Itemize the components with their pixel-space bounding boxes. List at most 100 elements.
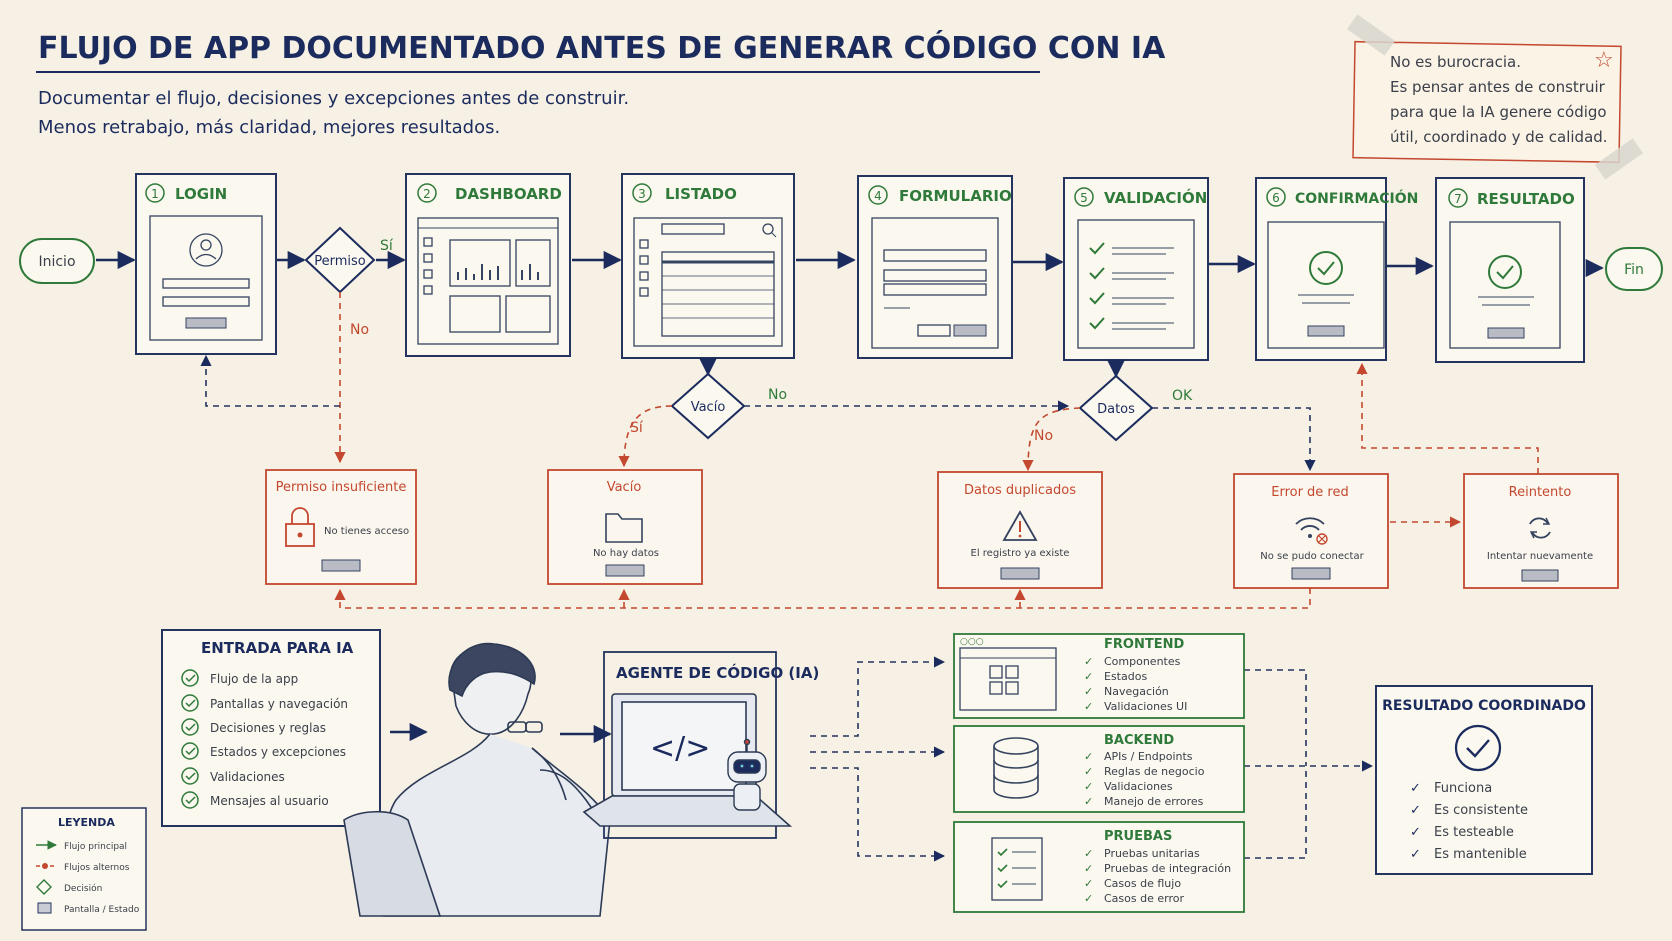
- agent-panel: AGENTE DE CÓDIGO (IA): [603, 651, 819, 839]
- svg-text:✓: ✓: [1084, 780, 1093, 793]
- svg-text:✓: ✓: [1084, 655, 1093, 668]
- lock-icon: [285, 507, 315, 547]
- input-item-5: Validaciones: [181, 767, 285, 785]
- input-item-3: Decisiones y reglas: [181, 718, 326, 736]
- svg-text:No se pudo conectar: No se pudo conectar: [1260, 551, 1364, 562]
- svg-text:✓: ✓: [1084, 685, 1093, 698]
- step-formulario: 4 FORMULARIO: [857, 175, 1013, 359]
- svg-text:Decisión: Decisión: [64, 883, 102, 894]
- svg-text:Manejo de errores: Manejo de errores: [1104, 795, 1204, 808]
- svg-text:RESULTADO: RESULTADO: [1477, 190, 1575, 208]
- svg-text:Reintento: Reintento: [1509, 485, 1572, 500]
- folder-icon: [605, 513, 643, 543]
- note-line-3: para que la IA genere código: [1390, 103, 1607, 121]
- svg-text:Funciona: Funciona: [1434, 781, 1492, 796]
- svg-text:AGENTE DE CÓDIGO (IA): AGENTE DE CÓDIGO (IA): [616, 663, 819, 682]
- step-number: 1: [151, 187, 159, 201]
- svg-text:7: 7: [1454, 192, 1462, 206]
- note-line-1: No es burocracia.: [1390, 53, 1521, 71]
- exception-permiso-insuficiente: Permiso insuficiente No tienes acceso: [265, 469, 417, 585]
- user-avatar-icon: [189, 233, 223, 267]
- output-backend: BACKEND ✓APIs / Endpoints ✓Reglas de neg…: [953, 725, 1245, 813]
- svg-text:LISTADO: LISTADO: [665, 185, 737, 203]
- svg-text:4: 4: [874, 189, 882, 203]
- svg-text:Validaciones UI: Validaciones UI: [1104, 700, 1187, 713]
- svg-text:CONFIRMACIÓN: CONFIRMACIÓN: [1295, 189, 1418, 207]
- svg-text:✓: ✓: [1410, 825, 1421, 840]
- step-label: LOGIN: [175, 185, 227, 203]
- label-si: Sí: [630, 420, 644, 436]
- svg-text:FORMULARIO: FORMULARIO: [899, 187, 1012, 205]
- label-no: No: [768, 387, 787, 403]
- svg-text:✓: ✓: [1084, 862, 1093, 875]
- svg-text:Pantalla / Estado: Pantalla / Estado: [64, 905, 140, 915]
- main-flow-arrows: [96, 250, 1604, 278]
- svg-text:Flujo principal: Flujo principal: [64, 842, 127, 852]
- svg-text:Fin: Fin: [1624, 262, 1644, 278]
- svg-text:Estados: Estados: [1104, 670, 1147, 683]
- svg-text:6: 6: [1272, 191, 1280, 205]
- robot-icon: [727, 738, 767, 811]
- svg-text:No tienes acceso: No tienes acceso: [324, 526, 409, 537]
- svg-text:Pantallas y navegación: Pantallas y navegación: [210, 697, 348, 711]
- code-icon: </>: [650, 731, 710, 766]
- svg-text:2: 2: [423, 187, 431, 201]
- svg-text:✓: ✓: [1410, 781, 1421, 796]
- dots-icon: ○○○: [960, 637, 984, 647]
- label-si: Sí: [380, 238, 394, 254]
- svg-text:PRUEBAS: PRUEBAS: [1104, 829, 1172, 844]
- check-icon: [1488, 255, 1522, 289]
- svg-text:Inicio: Inicio: [38, 254, 75, 270]
- coordinated-result: RESULTADO COORDINADO ✓ Funciona ✓ Es consi…: [1375, 685, 1593, 875]
- svg-text:✓: ✓: [1084, 765, 1093, 778]
- input-panel: ENTRADA PARA IA Flujo de la app Pantalla…: [161, 629, 381, 827]
- svg-text:APIs / Endpoints: APIs / Endpoints: [1104, 750, 1193, 763]
- subtitle-line-1: Documentar el flujo, decisiones y excepc…: [38, 88, 629, 109]
- svg-text:5: 5: [1080, 191, 1088, 205]
- exception-datos-duplicados: Datos duplicados El registro ya existe: [937, 471, 1103, 589]
- svg-text:Vacío: Vacío: [691, 400, 726, 415]
- exception-reintento: Reintento Intentar nuevamente: [1463, 473, 1619, 589]
- star-icon: ☆: [1594, 48, 1614, 73]
- exception-vacio: Vacío No hay datos: [547, 469, 703, 585]
- svg-text:Decisiones y reglas: Decisiones y reglas: [210, 721, 326, 735]
- svg-text:Es mantenible: Es mantenible: [1434, 847, 1527, 862]
- svg-text:✓: ✓: [1410, 803, 1421, 818]
- warning-icon: [1002, 510, 1038, 541]
- decision-vacio: Vacío No Sí: [630, 372, 787, 440]
- svg-text:3: 3: [638, 187, 646, 201]
- alternate-flows: [200, 292, 1539, 609]
- exception-error-de-red: Error de red No se pudo conectar: [1233, 473, 1389, 589]
- svg-text:✓: ✓: [1410, 847, 1421, 862]
- svg-text:DASHBOARD: DASHBOARD: [455, 185, 562, 203]
- svg-text:El registro ya existe: El registro ya existe: [971, 548, 1070, 559]
- svg-text:✓: ✓: [1084, 670, 1093, 683]
- svg-text:✓: ✓: [1084, 877, 1093, 890]
- svg-text:Validaciones: Validaciones: [210, 770, 285, 784]
- svg-text:LEYENDA: LEYENDA: [58, 816, 115, 829]
- svg-text:Casos de flujo: Casos de flujo: [1104, 877, 1181, 890]
- label-ok: OK: [1172, 388, 1193, 404]
- start-terminal: Inicio: [19, 238, 95, 284]
- svg-text:Permiso: Permiso: [314, 254, 366, 269]
- svg-text:Error de red: Error de red: [1271, 485, 1349, 500]
- decision-datos: Datos OK No: [1034, 374, 1193, 444]
- svg-text:VALIDACIÓN: VALIDACIÓN: [1104, 188, 1207, 207]
- input-item-4: Estados y excepciones: [181, 742, 346, 760]
- svg-text:Mensajes al usuario: Mensajes al usuario: [210, 794, 329, 808]
- svg-text:Casos de error: Casos de error: [1104, 892, 1184, 905]
- step-resultado: 7 RESULTADO: [1435, 177, 1585, 363]
- svg-text:BACKEND: BACKEND: [1104, 733, 1174, 748]
- developer-illustration: [343, 642, 611, 917]
- note-line-4: útil, coordinado y de calidad.: [1390, 128, 1608, 146]
- output-frontend: ○○○ FRONTEND ✓Componentes ✓Estados ✓Nave…: [953, 633, 1245, 719]
- step-confirmacion: 6 CONFIRMACIÓN: [1255, 177, 1418, 361]
- svg-text:Es consistente: Es consistente: [1434, 803, 1528, 818]
- input-item-2: Pantallas y navegación: [181, 694, 348, 712]
- svg-text:Flujo de la app: Flujo de la app: [210, 672, 298, 686]
- svg-text:Validaciones: Validaciones: [1104, 780, 1173, 793]
- svg-text:RESULTADO COORDINADO: RESULTADO COORDINADO: [1382, 698, 1586, 714]
- label-no: No: [350, 322, 369, 338]
- step-login: 1 LOGIN: [135, 173, 277, 355]
- step-dashboard: 2 DASHBOARD: [405, 173, 571, 357]
